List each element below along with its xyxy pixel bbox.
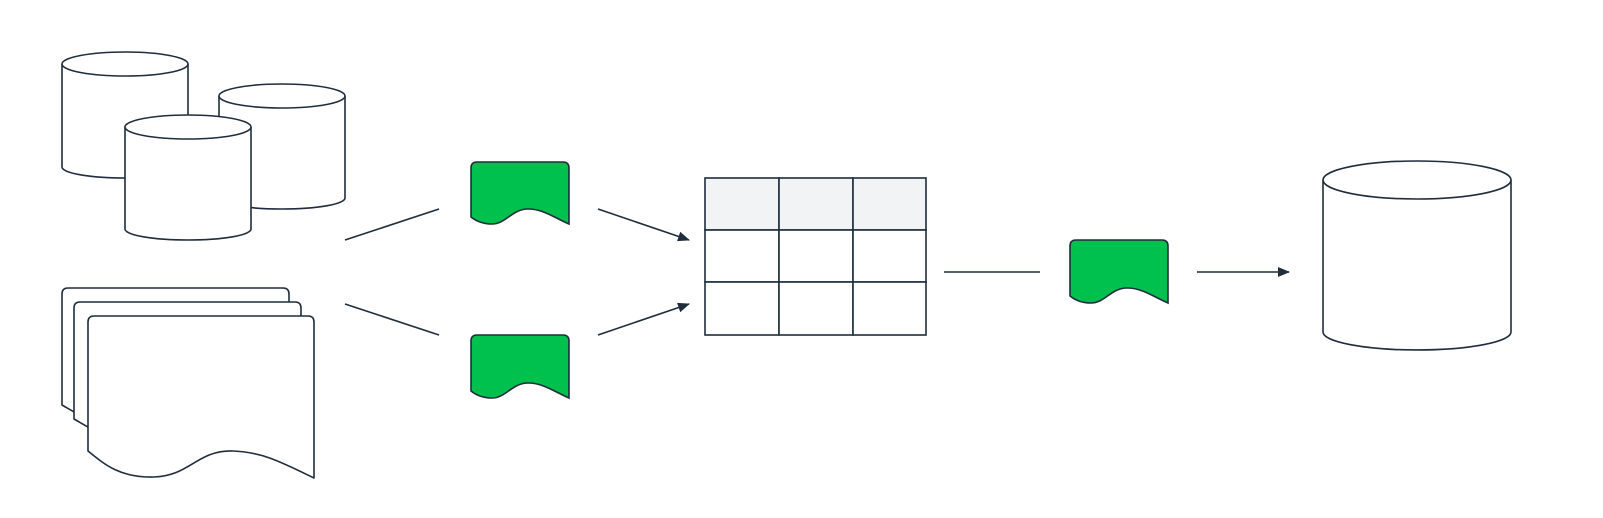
table-header-cell <box>778 177 854 231</box>
table-cell <box>704 229 780 283</box>
transform-step-icon-1 <box>470 161 570 226</box>
transform-step-icon-3 <box>1069 239 1169 305</box>
arrow-step-2-to-table <box>597 302 690 336</box>
table-icon <box>704 177 927 336</box>
connector-line-sources-to-step-1 <box>344 208 440 241</box>
source-database-icon-3 <box>124 114 252 241</box>
table-header-cell <box>704 177 780 231</box>
table-cell <box>778 281 854 336</box>
target-database-icon <box>1322 160 1512 351</box>
arrow-step-1-to-table <box>597 208 690 242</box>
table-cell <box>778 229 854 283</box>
table-cell <box>852 229 927 283</box>
table-header-cell <box>852 177 927 231</box>
table-cell <box>852 281 927 336</box>
connector-line-sources-to-step-2 <box>344 303 440 336</box>
transform-step-icon-2 <box>470 334 570 400</box>
document-stack-icon <box>61 287 315 479</box>
table-cell <box>704 281 780 336</box>
